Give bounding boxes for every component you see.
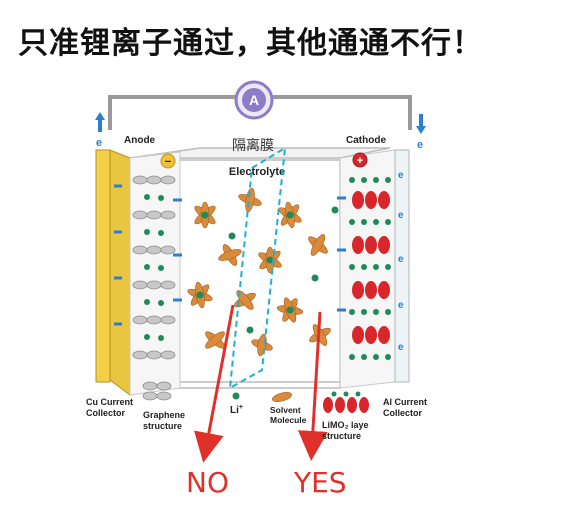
solvent-legend-icon [271,392,293,402]
li-ion-legend-icon [232,392,240,400]
al-collector-label-1: Al Current [383,397,427,407]
li-ion-text: Li [230,405,239,416]
yes-arrow [297,311,328,461]
solvent-label-2: Molecule [270,415,307,425]
electrolyte-tank [129,147,391,389]
cathode-electron-label: e [417,139,423,151]
no-label: NO [186,466,229,499]
yes-label: YES [293,466,347,499]
anode-electron-arrow-icon: e [95,112,105,149]
graphene-label-1: Graphene [143,410,185,420]
ion-flow-arrows [173,196,346,312]
anode-label: Anode [124,135,156,146]
cathode-label: Cathode [346,135,386,146]
graphene-legend-icon [142,381,172,401]
svg-text:e: e [398,210,404,221]
cu-collector-label-2: Collector [86,408,126,418]
headline: 只准锂离子通过，其他通通不行！ [18,26,483,61]
ammeter-label: A [249,92,259,108]
electrolyte-label: Electrolyte [229,166,285,178]
li-ion-label: Li+ [230,404,243,416]
lithium-ions [196,206,339,334]
cathode-electron-arrow-icon: e [416,114,426,151]
separator-membrane [228,146,287,390]
svg-text:e: e [398,342,404,353]
limo2-label-2: structure [322,431,361,441]
solvent-label-1: Solvent [270,405,301,415]
separator-label: 隔离膜 [232,137,274,154]
svg-text:e: e [398,170,404,181]
svg-text:e: e [398,300,404,311]
cathode-plus-icon: + [352,152,368,168]
graphene-label-2: structure [143,421,182,431]
cu-collector-label-1: Cu Current [86,397,133,407]
anode-electron-label: e [96,137,102,149]
li-ion-sup: + [239,404,243,411]
al-collector-label-2: Collector [383,408,423,418]
limo2-legend-icon [323,391,369,413]
anode-minus-icon: − [160,153,176,169]
limo2-label-1: LiMO₂ laye [322,420,369,430]
cathode-electrode: e e e e e [339,149,410,389]
no-arrow [194,304,235,463]
svg-text:e: e [398,254,404,265]
circuit-wire [108,95,412,130]
anode-electrode [95,149,181,396]
legend: Cu Current Collector Graphene structure … [86,381,427,441]
cathode-plus-label: + [357,155,363,167]
ammeter-icon: A [234,80,274,120]
anode-minus-label: − [165,156,171,168]
